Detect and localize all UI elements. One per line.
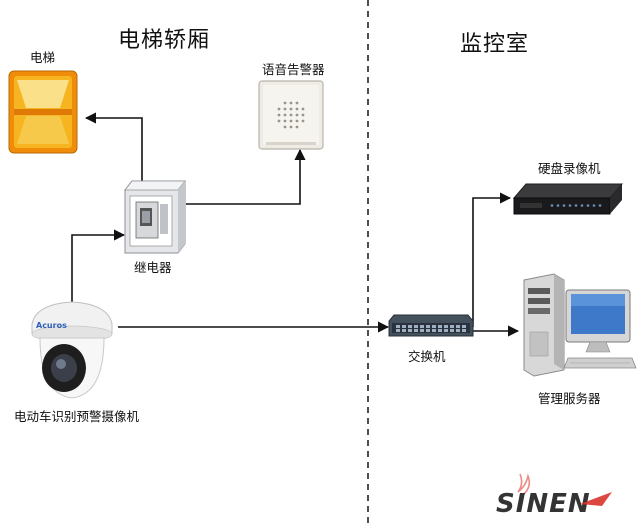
relay-label: 继电器 [134, 260, 172, 275]
dvr-icon [512, 183, 624, 215]
sinen-logo-mark: SINEN [496, 473, 612, 519]
network-switch-icon [388, 314, 474, 337]
dvr-label: 硬盘录像机 [538, 161, 601, 176]
control-room-title: 监控室 [460, 32, 530, 57]
elevator-light-label: 电梯 [30, 50, 56, 65]
voice-alarm-speaker-icon [258, 80, 324, 150]
sinen-logo: SINEN [488, 470, 628, 520]
wire-camera-to-relay [71, 229, 126, 304]
server-label: 管理服务器 [538, 391, 601, 406]
dome-camera-icon: Acuros [31, 301, 113, 399]
camera-label: 电动车识别预警摄像机 [14, 409, 140, 424]
switch-label: 交换机 [408, 349, 446, 364]
elevator-warning-light-icon [8, 70, 78, 154]
management-server-icon [523, 273, 637, 377]
car-section-title: 电梯轿厢 [118, 28, 211, 53]
svg-text:SINEN: SINEN [496, 489, 591, 519]
wire-relay-to-speaker [186, 148, 306, 205]
wire-relay-to-light [84, 112, 143, 186]
relay-box-icon [124, 180, 186, 254]
svg-text:Acuros: Acuros [36, 321, 67, 330]
speaker-label: 语音告警器 [262, 62, 325, 77]
wire-switch-to-dvr [472, 192, 512, 327]
